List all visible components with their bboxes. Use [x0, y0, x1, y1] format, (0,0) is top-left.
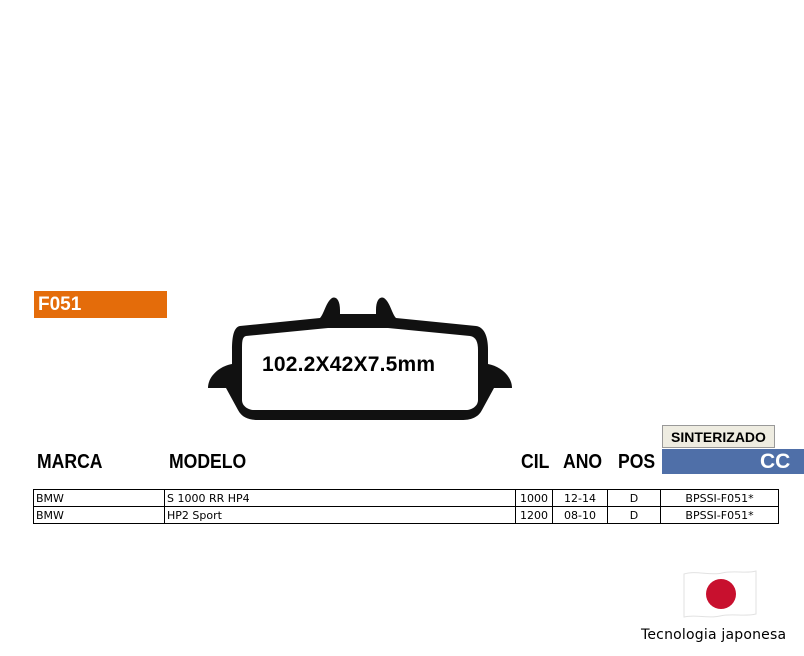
table-row: BMW HP2 Sport 1200 08-10 D BPSSI-F051* — [33, 506, 779, 524]
cell-marca: BMW — [33, 489, 165, 507]
header-ano: ANO — [563, 451, 603, 473]
cell-modelo: HP2 Sport — [164, 506, 516, 524]
table-row: BMW S 1000 RR HP4 1000 12-14 D BPSSI-F05… — [33, 489, 779, 507]
cell-code: BPSSI-F051* — [660, 506, 779, 524]
applications-table: BMW S 1000 RR HP4 1000 12-14 D BPSSI-F05… — [33, 489, 779, 524]
compound-label: SINTERIZADO — [662, 425, 775, 448]
cell-cil: 1200 — [515, 506, 553, 524]
code-column-header: CC — [662, 449, 804, 474]
cell-pos: D — [607, 506, 661, 524]
code-column-header-text: CC — [760, 450, 791, 473]
tagline: Tecnologia japonesa — [641, 627, 787, 643]
cell-ano: 12-14 — [552, 489, 608, 507]
product-code-badge: F051 — [34, 291, 167, 318]
cell-pos: D — [607, 489, 661, 507]
header-marca: MARCA — [37, 451, 103, 473]
brake-pad-outline — [208, 297, 512, 420]
header-pos: POS — [618, 451, 656, 473]
cell-code: BPSSI-F051* — [660, 489, 779, 507]
cell-cil: 1000 — [515, 489, 553, 507]
cell-ano: 08-10 — [552, 506, 608, 524]
cell-modelo: S 1000 RR HP4 — [164, 489, 516, 507]
header-cil: CIL — [521, 451, 550, 473]
japan-flag-icon — [683, 570, 757, 618]
cell-marca: BMW — [33, 506, 165, 524]
pad-dimensions: 102.2X42X7.5mm — [262, 353, 436, 376]
header-modelo: MODELO — [169, 451, 247, 473]
